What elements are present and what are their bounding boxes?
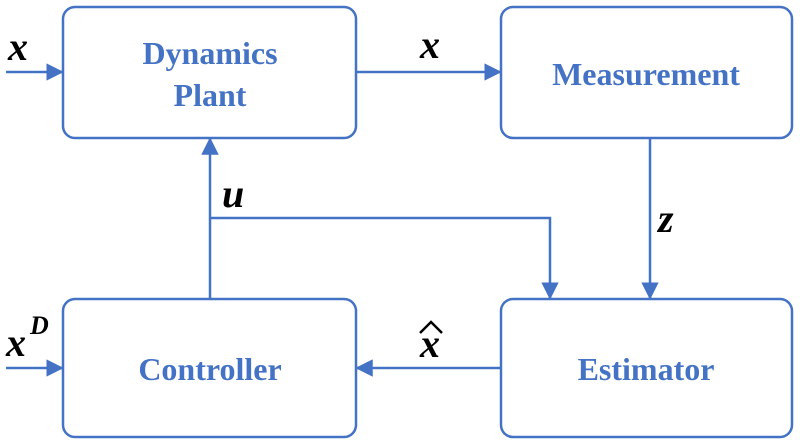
desired-state-base: x	[5, 320, 26, 365]
estimator-label: Estimator	[578, 351, 715, 387]
controller-block: Controller	[61, 297, 358, 439]
hat-accent	[419, 320, 443, 334]
plant-label-line1: Dynamics	[142, 35, 277, 71]
plant-output-label: x	[419, 22, 440, 67]
measurement-signal-label: z	[656, 196, 674, 241]
dynamics-plant-block: Dynamics Plant	[61, 5, 358, 140]
desired-state-label: x D	[5, 311, 49, 365]
measurement-block: Measurement	[499, 5, 794, 140]
measurement-label: Measurement	[552, 56, 740, 92]
plant-label-line2: Plant	[174, 77, 247, 113]
desired-state-superscript: D	[29, 311, 49, 340]
estimator-block: Estimator	[499, 297, 794, 439]
state-estimate-label: x	[419, 320, 443, 366]
control-to-estimator-arrow	[210, 216, 559, 300]
controller-label: Controller	[138, 351, 281, 387]
control-signal-label: u	[222, 171, 244, 216]
input-state-label: x	[7, 24, 28, 69]
state-estimate-base: x	[419, 321, 440, 366]
